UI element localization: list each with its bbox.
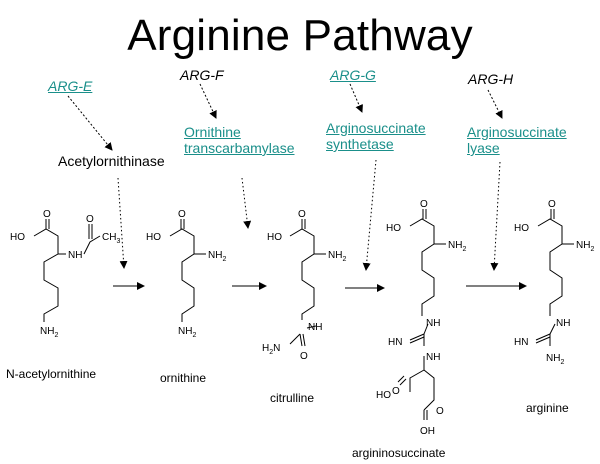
atom-label: O	[392, 386, 400, 397]
atom-label: NH	[556, 318, 570, 329]
atom-label: HO	[514, 223, 529, 234]
atom-label: O	[298, 209, 306, 220]
enzyme-arrow-2	[241, 177, 252, 229]
compound-name-argininosuccinate: argininosuccinate	[352, 446, 446, 460]
gene-arrow-arg-f	[199, 83, 217, 119]
structure-argininosuccinate: HO O NH2 NH HN NH O HO O OH	[376, 199, 466, 437]
atom-label: HO	[376, 390, 391, 401]
atom-label: HO	[386, 223, 401, 234]
atom-label: NH	[68, 250, 82, 261]
atom-label-subscript: 2	[192, 332, 196, 339]
compound-name-arginine: arginine	[526, 401, 569, 415]
atom-label: NH	[426, 318, 440, 329]
atom-label-main: NH	[208, 250, 222, 261]
atom-label: NH2	[178, 326, 196, 339]
atom-label: O	[300, 351, 308, 362]
atom-label-main: NH	[40, 326, 54, 337]
enzyme-link-ornithine-transcarbamylase[interactable]: Ornithine transcarbamylase	[184, 124, 295, 156]
atom-label: NH2	[208, 250, 226, 263]
atom-label: HN	[514, 337, 528, 348]
reaction-arrows	[113, 282, 527, 292]
atom-label: HN	[388, 337, 402, 348]
page-title: Arginine Pathway	[127, 11, 473, 60]
structure-citrulline: HO O NH2 NH H2N O	[262, 209, 346, 362]
atom-label: O	[86, 214, 94, 225]
atom-label-main: NH	[328, 250, 342, 261]
atom-label-main: NH	[448, 240, 462, 251]
gene-arrow-arg-e	[67, 95, 113, 151]
atom-label: O	[43, 209, 51, 220]
compound-name-citrulline: citrulline	[270, 391, 315, 405]
enzyme-line[interactable]: Arginosuccinate	[326, 120, 426, 136]
compound-name-n-acetylornithine: N-acetylornithine	[6, 367, 97, 381]
atom-label: OH	[420, 426, 435, 437]
enzyme-line[interactable]: Arginosuccinate	[467, 124, 567, 140]
atom-label: NH2	[40, 326, 58, 339]
atom-label: O	[178, 209, 186, 220]
atom-label: NH2	[448, 240, 466, 253]
gene-arrows	[67, 83, 503, 151]
atom-label-main: H	[262, 343, 269, 354]
gene-link-arg-g[interactable]: ARG-G	[330, 67, 376, 83]
enzyme-line[interactable]: transcarbamylase	[184, 140, 295, 156]
structure-n-acetylornithine: HO O NH O CH3 NH2	[10, 209, 120, 339]
atom-label: HO	[267, 232, 282, 243]
enzyme-link-arginosuccinate-synthetase[interactable]: Arginosuccinate synthetase	[326, 120, 426, 152]
atom-label: HO	[10, 232, 25, 243]
gene-link-arg-e[interactable]: ARG-E	[48, 78, 93, 94]
enzyme-acetylornithinase: Acetylornithinase	[58, 153, 165, 169]
atom-label: H2N	[262, 343, 280, 356]
atom-label-subscript: 2	[462, 246, 466, 253]
atom-label-main: NH	[178, 326, 192, 337]
atom-label: CH3	[102, 232, 120, 245]
atom-label-subscript: 2	[560, 359, 564, 366]
gene-label-arg-f: ARG-F	[180, 67, 224, 83]
atom-label: O	[548, 199, 556, 210]
gene-arrow-arg-h	[487, 89, 503, 119]
atom-label-subscript: 2	[54, 332, 58, 339]
enzyme-line[interactable]: lyase	[467, 140, 500, 156]
atom-label: HO	[146, 232, 161, 243]
enzyme-arrow-1	[117, 177, 128, 269]
atom-label-subscript: 3	[116, 238, 120, 245]
atom-label: NH2	[546, 353, 564, 366]
atom-label: O	[420, 199, 428, 210]
gene-arrow-arg-g	[349, 83, 363, 113]
enzyme-arrow-3	[362, 159, 377, 271]
enzyme-arrows	[117, 159, 501, 271]
structure-arginine: HO O NH2 NH HN NH2	[514, 199, 594, 366]
atom-label: NH	[308, 322, 322, 333]
atom-label-subscript: 2	[590, 246, 594, 253]
atom-label-subscript: 2	[342, 256, 346, 263]
compound-name-ornithine: ornithine	[160, 371, 207, 385]
atom-label: NH2	[328, 250, 346, 263]
atom-label: O	[436, 406, 444, 417]
structure-ornithine: HO O NH2 NH2	[146, 209, 226, 339]
atom-label-tail: N	[273, 343, 280, 354]
atom-label-main: NH	[546, 353, 560, 364]
atom-label-subscript: 2	[222, 256, 226, 263]
enzyme-line[interactable]: Ornithine	[184, 124, 241, 140]
enzyme-arrow-4	[490, 161, 501, 271]
atom-label-subscript: 2	[269, 349, 273, 356]
atom-label-main: CH	[102, 232, 116, 243]
enzyme-line: Acetylornithinase	[58, 153, 165, 169]
atom-label: NH2	[576, 240, 594, 253]
enzyme-line[interactable]: synthetase	[326, 136, 394, 152]
atom-label-main: NH	[576, 240, 590, 251]
enzyme-link-arginosuccinate-lyase[interactable]: Arginosuccinate lyase	[467, 124, 567, 156]
gene-label-arg-h: ARG-H	[468, 71, 514, 87]
atom-label: NH	[426, 352, 440, 363]
